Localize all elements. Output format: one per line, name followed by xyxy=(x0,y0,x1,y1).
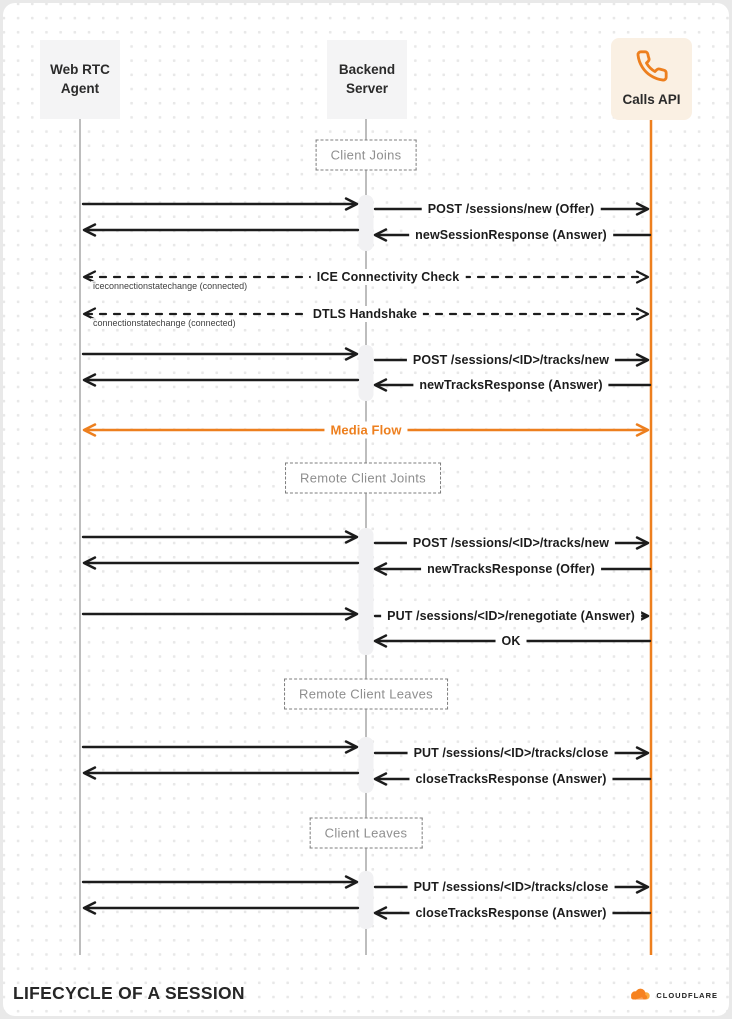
message-label: newTracksResponse (Offer) xyxy=(421,561,601,577)
activation-bar xyxy=(358,195,374,251)
actor-label: Calls API xyxy=(622,91,681,107)
cloudflare-cloud-icon xyxy=(631,988,651,1000)
phone-icon xyxy=(636,50,668,82)
message-label: POST /sessions/new (Offer) xyxy=(421,201,601,217)
arrowhead-icon xyxy=(373,562,388,576)
message-label: closeTracksResponse (Answer) xyxy=(409,771,613,787)
group-label: Remote Client Leaves xyxy=(284,678,448,710)
arrowhead-icon xyxy=(635,307,650,321)
actor-box-calls: Calls API xyxy=(611,38,692,120)
arrowhead-icon xyxy=(344,607,359,621)
actor-label: Backend xyxy=(338,62,396,78)
arrowhead-icon xyxy=(635,423,650,437)
message-label: PUT /sessions/<ID>/tracks/close xyxy=(407,879,615,895)
actor-label: Agent xyxy=(60,80,100,96)
message-label: DTLS Handshake xyxy=(306,306,424,322)
arrowhead-icon xyxy=(635,746,650,760)
arrowhead-icon xyxy=(82,373,97,387)
arrowhead-icon xyxy=(344,740,359,754)
message-label: PUT /sessions/<ID>/tracks/close xyxy=(407,745,615,761)
message-sub-label: connectionstatechange (connected) xyxy=(91,318,238,328)
arrowhead-icon xyxy=(344,875,359,889)
page-title: LIFECYCLE OF A SESSION xyxy=(13,983,245,1003)
message-sub-label: iceconnectionstatechange (connected) xyxy=(91,281,250,291)
cloudflare-wordmark: CLOUDFLARE xyxy=(656,990,718,1000)
arrowhead-icon xyxy=(82,307,97,321)
message-label: ICE Connectivity Check xyxy=(310,269,466,285)
arrowhead-icon xyxy=(373,772,388,786)
arrowhead-icon xyxy=(82,766,97,780)
group-label: Client Leaves xyxy=(309,817,423,849)
activation-bar xyxy=(358,871,374,929)
group-label: Remote Client Joints xyxy=(285,462,441,494)
activation-bar xyxy=(358,345,374,401)
arrowhead-icon xyxy=(635,270,650,284)
arrowhead-icon xyxy=(373,228,388,242)
arrowhead-icon xyxy=(344,530,359,544)
group-label: Client Joins xyxy=(315,139,417,171)
activation-bar xyxy=(358,528,374,655)
arrowhead-icon xyxy=(82,270,97,284)
arrowhead-icon xyxy=(635,880,650,894)
arrowhead-icon xyxy=(344,347,359,361)
message-label: POST /sessions/<ID>/tracks/new xyxy=(406,535,616,551)
arrowhead-icon xyxy=(82,423,97,437)
message-label: newTracksResponse (Answer) xyxy=(413,377,609,393)
arrowhead-icon xyxy=(373,906,388,920)
activation-bar xyxy=(358,737,374,793)
message-label: newSessionResponse (Answer) xyxy=(409,227,613,243)
arrowhead-icon xyxy=(344,197,359,211)
actor-label: Web RTC xyxy=(50,62,110,78)
arrowhead-icon xyxy=(373,378,388,392)
arrowhead-icon xyxy=(635,202,650,216)
arrowhead-icon xyxy=(82,556,97,570)
arrowhead-icon xyxy=(373,634,388,648)
arrowhead-icon xyxy=(635,536,650,550)
message-label: POST /sessions/<ID>/tracks/new xyxy=(406,352,616,368)
message-label: PUT /sessions/<ID>/renegotiate (Answer) xyxy=(381,608,641,624)
arrowhead-icon xyxy=(82,901,97,915)
message-label: closeTracksResponse (Answer) xyxy=(409,905,613,921)
actor-label: Server xyxy=(345,80,389,96)
actor-box-webrtc: Web RTC Agent xyxy=(40,40,120,119)
message-label: OK xyxy=(495,633,527,649)
footer: LIFECYCLE OF A SESSION CLOUDFLARE xyxy=(0,969,732,1019)
cloudflare-logo: CLOUDFLARE xyxy=(627,987,718,1003)
media-flow-label: Media Flow xyxy=(324,421,408,439)
arrowhead-icon xyxy=(82,223,97,237)
arrowhead-icon xyxy=(635,353,650,367)
